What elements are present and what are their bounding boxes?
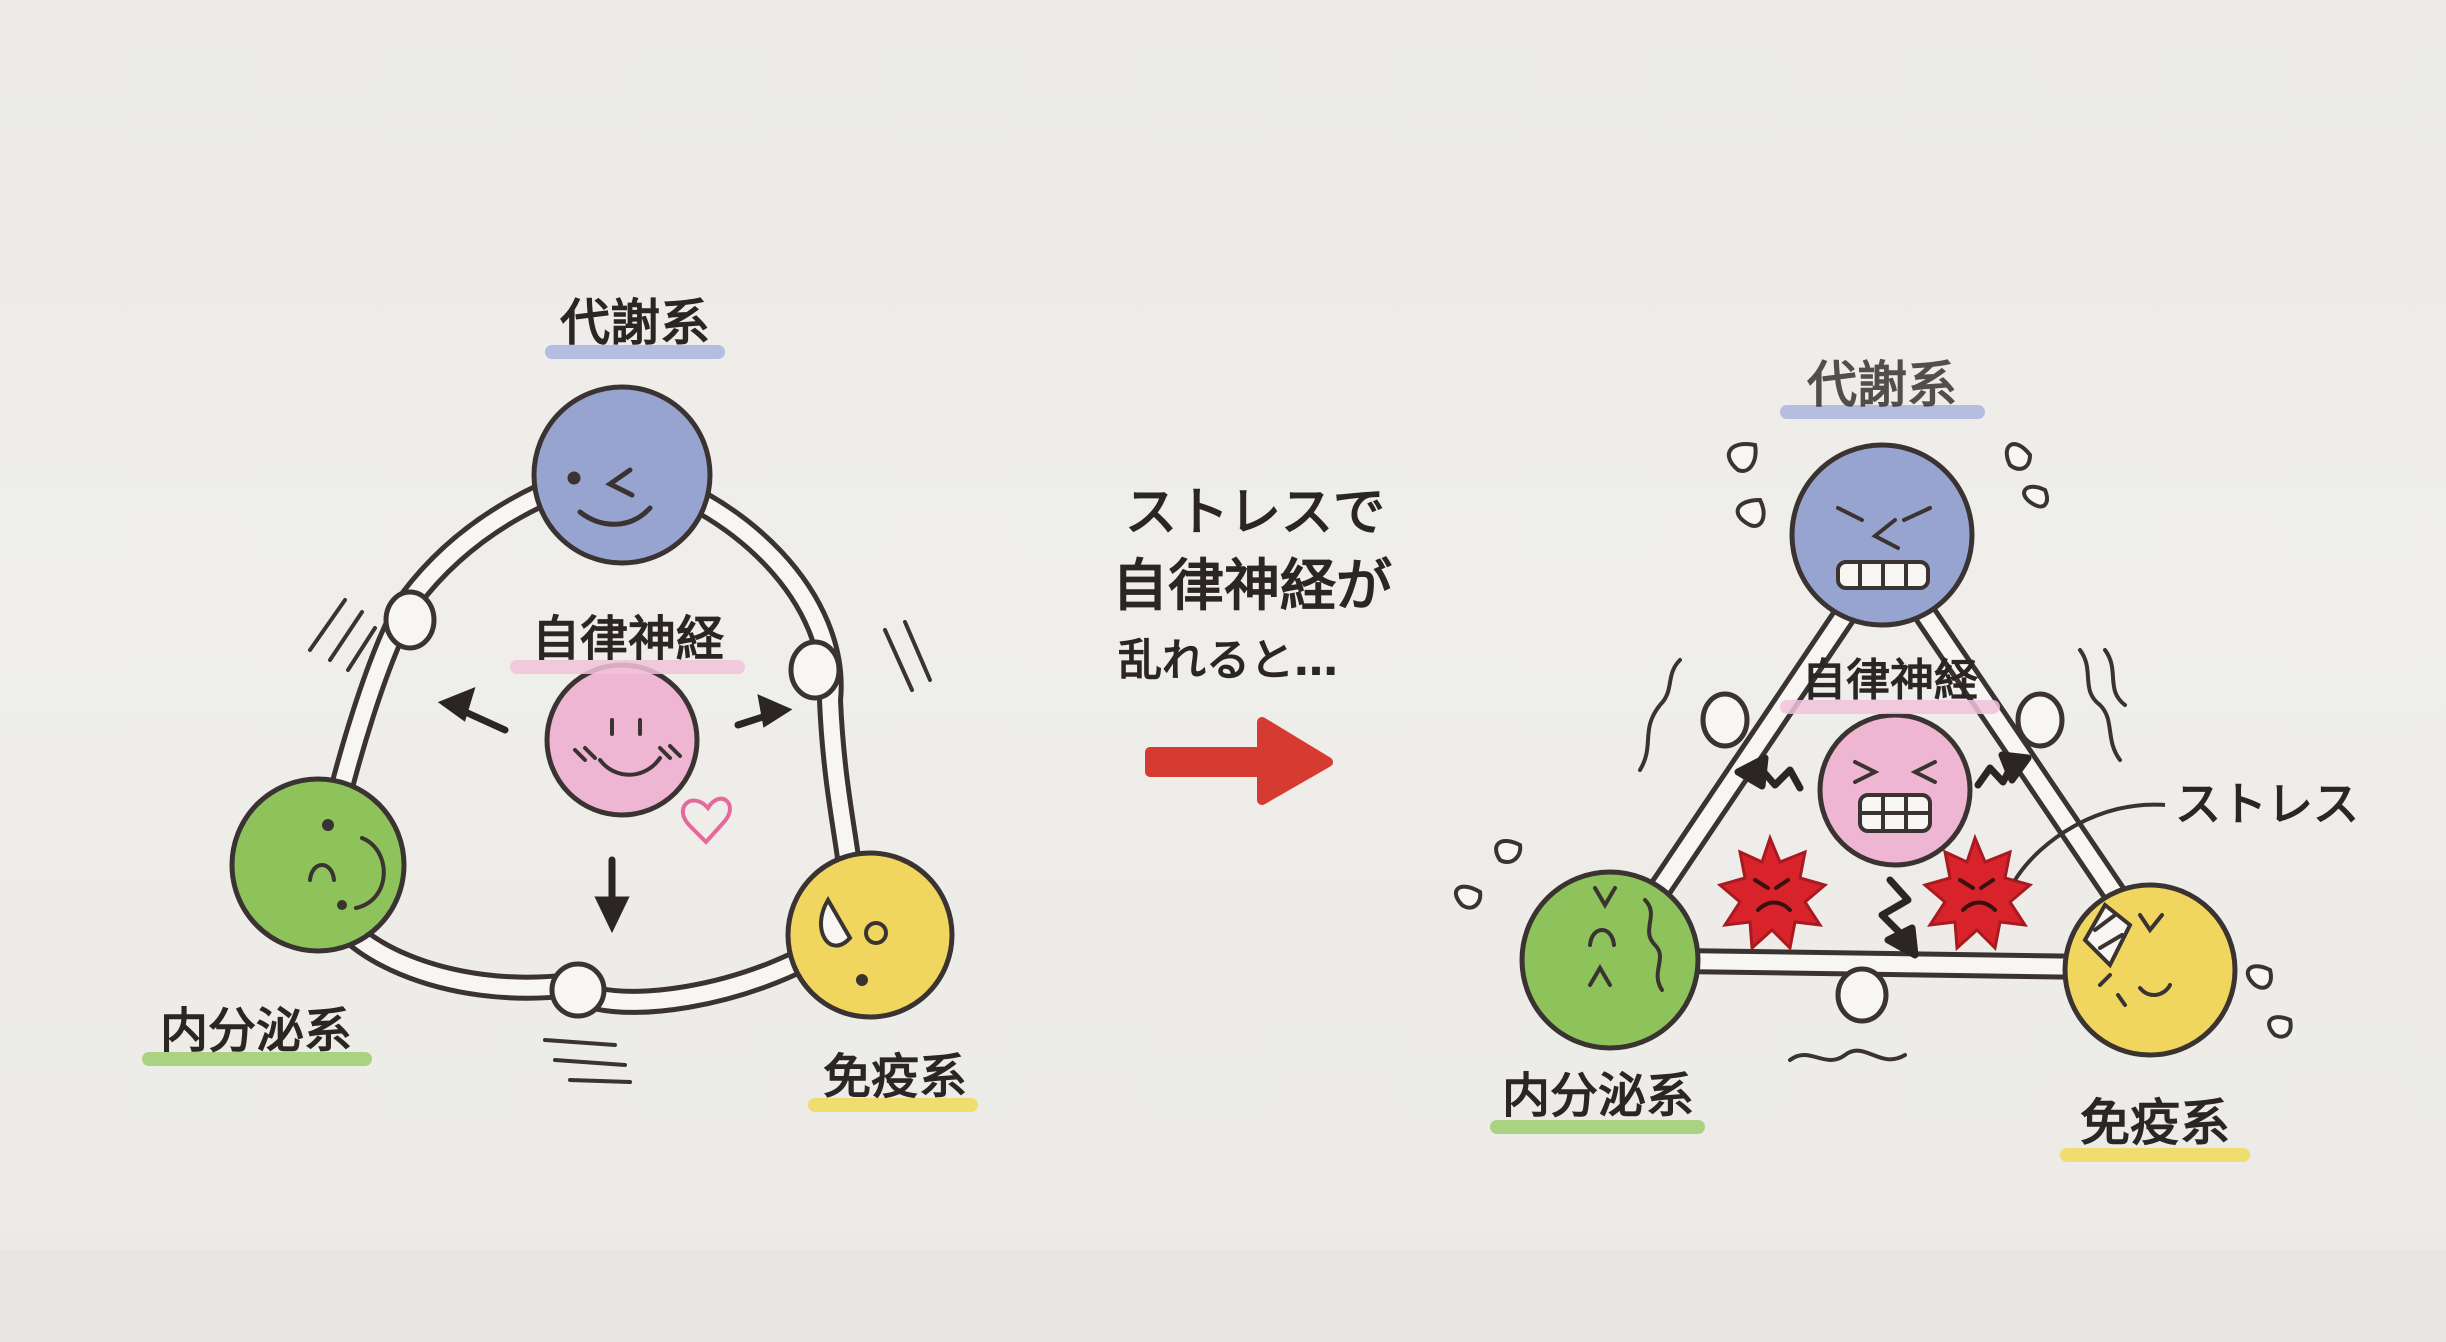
heart-icon — [681, 796, 732, 845]
stressed-face-icon — [1853, 760, 1937, 833]
caption-line-1: ストレスで — [1125, 483, 1385, 543]
stress-label: ストレス — [2175, 777, 2359, 831]
right-diagram: ストレス 代謝系 自律神経 — [1454, 356, 2359, 1162]
metabolic-label: 代謝系 — [1806, 356, 1957, 414]
worried-face-icon — [1836, 506, 1932, 590]
ring-joint — [1700, 691, 2065, 1024]
label-underline — [510, 660, 745, 674]
smile-face-icon — [573, 718, 682, 777]
label-underline — [545, 345, 725, 359]
endocrine-label: 内分泌系 — [160, 1003, 352, 1059]
shocked-face-icon — [2082, 901, 2172, 1007]
label-underline — [808, 1098, 978, 1112]
endocrine-node — [1519, 869, 1701, 1051]
endocrine-label: 内分泌系 — [1502, 1068, 1694, 1124]
autonomic-node — [544, 662, 700, 818]
stress-burst-icon — [1716, 833, 2034, 952]
left-diagram: 代謝系 自律神経 内分泌系 免疫系 — [142, 294, 978, 1112]
vibration-lines-icon — [1638, 648, 2127, 1062]
autonomic-arrow — [437, 687, 793, 934]
label-underline — [2060, 1148, 2250, 1162]
caption-line-3: 乱れると… — [1118, 635, 1338, 686]
autonomic-label: 自律神経 — [1802, 655, 1979, 706]
metabolic-node — [1789, 442, 1975, 628]
smile-face-icon — [567, 467, 653, 527]
stress-pointer-line — [2013, 802, 2166, 882]
immune-label: 免疫系 — [2080, 1094, 2230, 1152]
middle-caption: ストレスで 自律神経が 乱れると… — [1112, 483, 1392, 805]
squiggle-arrow-icon — [1734, 751, 2032, 959]
ring-joint — [383, 589, 842, 1019]
red-arrow-icon — [1145, 717, 1333, 805]
immune-label: 免疫系 — [823, 1049, 967, 1105]
autonomic-label: 自律神経 — [532, 611, 725, 667]
caption-line-2: 自律神経が — [1112, 554, 1392, 619]
immune-node — [2062, 882, 2238, 1058]
immune-node — [785, 850, 955, 1020]
endocrine-node — [229, 776, 407, 954]
label-underline — [1780, 405, 1985, 419]
autonomic-node — [1817, 712, 1973, 868]
strained-face-icon — [1588, 886, 1664, 992]
surprised-face-icon — [818, 896, 888, 986]
label-underline — [1490, 1120, 1705, 1134]
sweat-drop-icon — [1454, 442, 2293, 1039]
label-underline — [142, 1052, 372, 1066]
neutral-face-icon — [308, 819, 386, 910]
label-underline — [1780, 700, 2000, 714]
metabolic-node — [531, 384, 713, 566]
vibration-lines-icon — [308, 598, 932, 1084]
metabolic-label: 代謝系 — [559, 294, 710, 352]
